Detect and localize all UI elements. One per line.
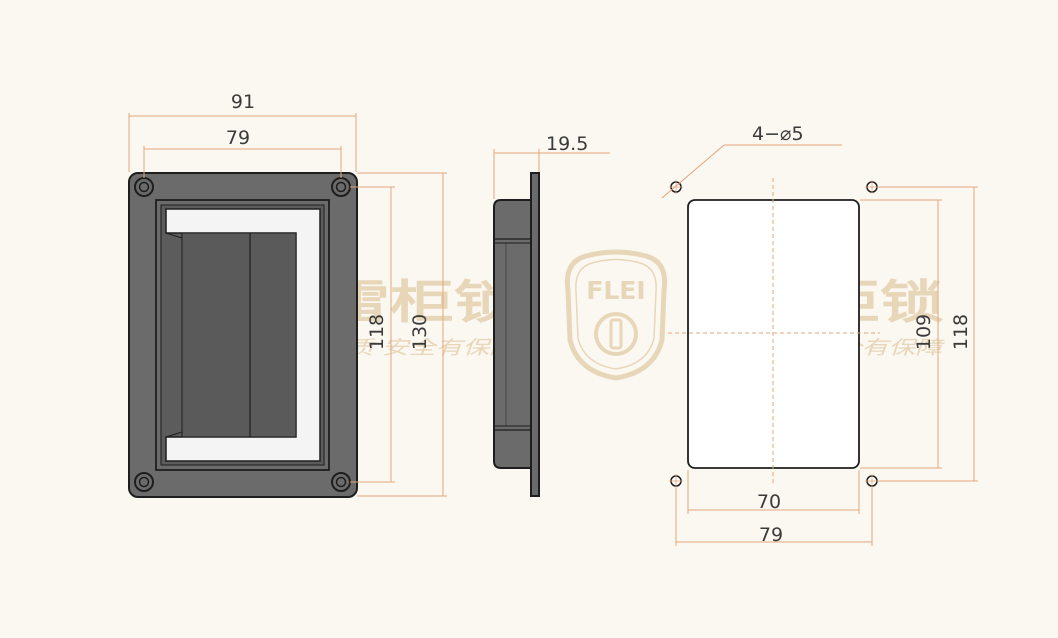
side-flange bbox=[530, 172, 540, 497]
dim-front-width-outer: 91 bbox=[128, 91, 357, 172]
dim-label-118-cutout: 118 bbox=[950, 314, 972, 350]
dim-label-118-front: 118 bbox=[366, 314, 388, 350]
dim-front-height-outer: 130 bbox=[357, 172, 447, 497]
watermark-seal-right bbox=[564, 249, 668, 381]
dim-front-height-holes: 118 bbox=[350, 186, 395, 483]
front-recess-outline bbox=[155, 199, 330, 471]
dim-cutout-width: 70 bbox=[687, 470, 860, 514]
dim-label-109: 109 bbox=[913, 314, 935, 350]
dim-label-79-front: 79 bbox=[226, 127, 250, 149]
dim-hole-spec: 4−⌀5 bbox=[661, 123, 842, 199]
dim-label-130: 130 bbox=[409, 314, 431, 350]
front-mounting-hole-br bbox=[331, 472, 351, 492]
front-handle-grip bbox=[181, 232, 297, 438]
dim-side-depth: 19.5 bbox=[493, 133, 610, 199]
dim-label-79-cutout: 79 bbox=[759, 524, 783, 546]
dim-cutout-height: 109 bbox=[860, 199, 942, 469]
front-mounting-hole-tr bbox=[331, 177, 351, 197]
dim-label-70: 70 bbox=[757, 491, 781, 513]
side-body bbox=[493, 199, 532, 469]
dim-label-91: 91 bbox=[231, 91, 255, 113]
dim-cutout-hole-spacing-y: 118 bbox=[879, 186, 978, 482]
dim-cutout-hole-spacing-x: 79 bbox=[675, 488, 873, 546]
cutout-hole-bl bbox=[669, 474, 683, 488]
front-mounting-hole-bl bbox=[134, 472, 154, 492]
side-view: 19.5 bbox=[493, 133, 610, 497]
front-mounting-hole-tl bbox=[134, 177, 154, 197]
dim-front-width-holes: 79 bbox=[143, 127, 342, 178]
dim-label-19-5: 19.5 bbox=[546, 133, 588, 155]
front-view: 91 79 118 130 bbox=[128, 91, 447, 498]
cutout-hole-br bbox=[865, 474, 879, 488]
dim-label-hole-spec: 4−⌀5 bbox=[752, 123, 804, 145]
watermark-brand-latin-right: FLEI bbox=[586, 276, 645, 305]
cutout-hole-tl bbox=[669, 180, 683, 194]
cutout-hole-tr bbox=[865, 180, 879, 194]
cutout-view: 4−⌀5 70 79 109 118 bbox=[661, 123, 978, 546]
